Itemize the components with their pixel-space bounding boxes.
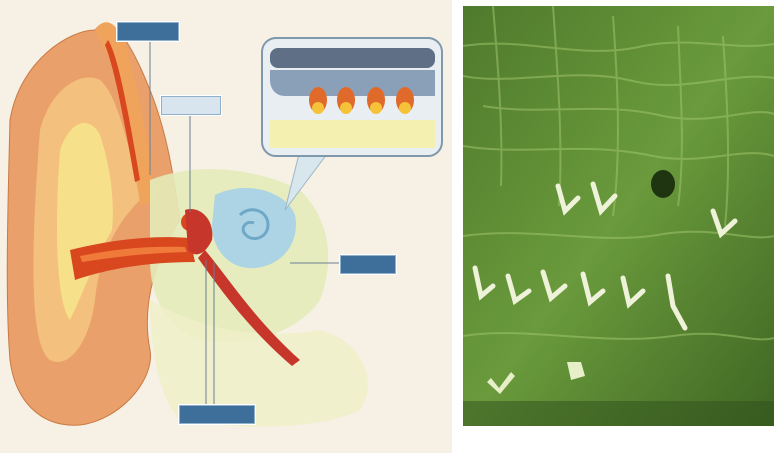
ear-illustration <box>0 0 452 453</box>
micrograph-background <box>463 6 774 426</box>
hair-cell-glow <box>370 102 382 114</box>
micrograph-photo <box>463 6 774 426</box>
inset-top-band <box>270 48 435 68</box>
label-middle <box>161 96 221 115</box>
hair-cell-glow <box>340 102 352 114</box>
dark-cavity <box>651 170 675 198</box>
label-top <box>117 22 179 41</box>
hair-cell-glow <box>399 102 411 114</box>
hair-cell-glow <box>312 102 324 114</box>
inset-lower-band <box>270 120 435 148</box>
micrograph-shadow <box>463 401 774 426</box>
ear-anatomy-diagram <box>0 0 452 453</box>
micrograph-image <box>463 6 774 426</box>
label-right <box>340 255 396 274</box>
label-bottom <box>179 405 255 424</box>
